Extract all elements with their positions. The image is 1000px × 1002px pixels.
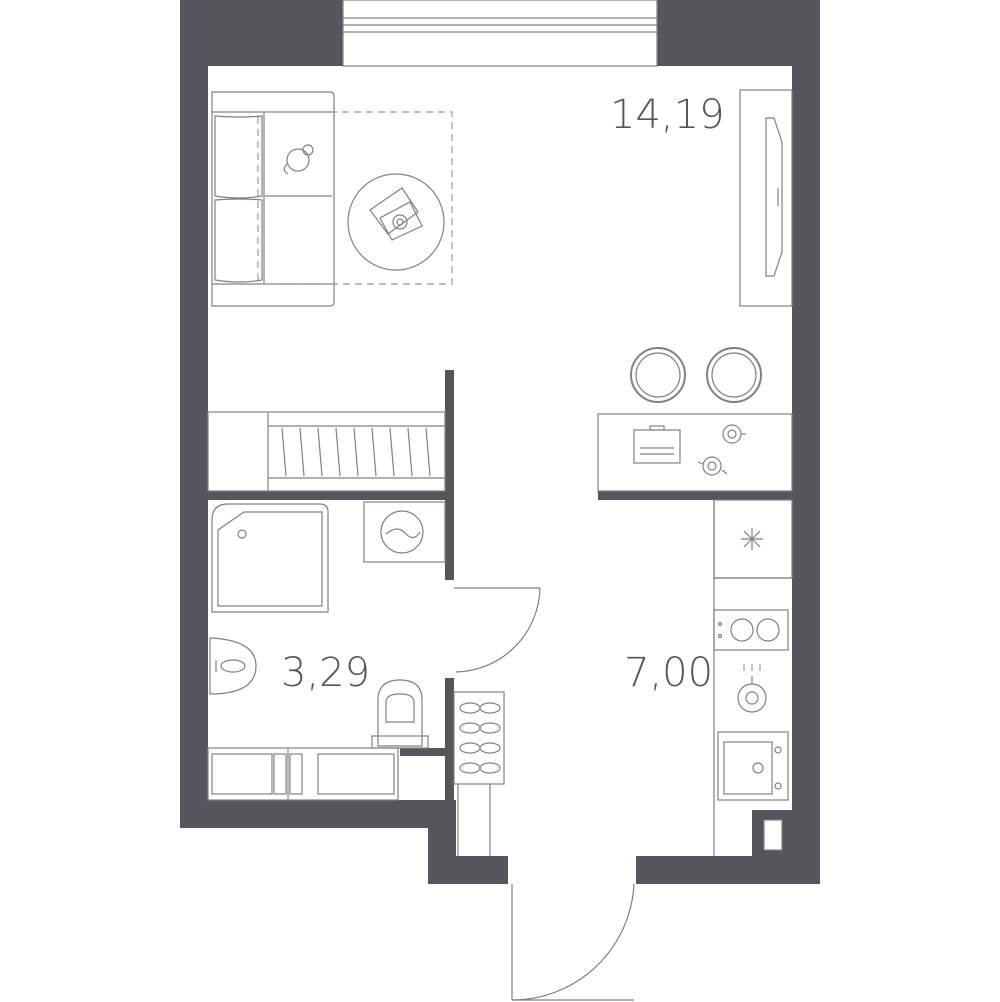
wardrobe — [207, 411, 446, 492]
hanger — [281, 427, 287, 477]
cooktop — [713, 609, 789, 651]
kettle-icon — [737, 664, 767, 713]
hanger — [317, 427, 323, 477]
shoe-rack — [453, 691, 505, 856]
room-area-hall-kitchen: 7,00 — [624, 650, 713, 696]
bar-stools — [630, 347, 762, 403]
desk — [597, 413, 793, 492]
shoe — [479, 702, 501, 714]
fridge-icon — [741, 528, 763, 550]
kitchen-line — [713, 499, 793, 856]
shoe — [479, 762, 501, 774]
hanger — [353, 427, 359, 477]
ventilation-shaft — [752, 810, 792, 856]
sofa — [211, 91, 335, 307]
washing-machine — [363, 501, 446, 563]
rug — [257, 111, 453, 285]
shoe — [459, 762, 481, 774]
entrance-door — [511, 883, 635, 1001]
hanger — [425, 427, 431, 477]
hanger — [371, 427, 377, 477]
shoe — [479, 742, 501, 754]
shoe — [459, 742, 481, 754]
shower-tray — [211, 503, 329, 613]
hanger — [299, 427, 305, 477]
hanger — [335, 427, 341, 477]
shoe — [459, 722, 481, 734]
walls — [180, 0, 820, 884]
shoe — [479, 722, 501, 734]
room-area-living: 14,19 — [610, 92, 725, 138]
shoe — [459, 702, 481, 714]
hanger — [389, 427, 395, 477]
coffee-table — [347, 173, 445, 271]
hanger — [407, 427, 413, 477]
sink — [209, 637, 257, 695]
bath-cabinet — [207, 747, 399, 801]
cat-icon — [283, 144, 314, 175]
bathroom-door — [454, 587, 541, 673]
tv-unit — [739, 89, 793, 307]
window — [342, 0, 658, 67]
toilet — [371, 679, 429, 749]
kitchen-sink — [717, 731, 789, 801]
room-area-bathroom: 3,29 — [281, 650, 370, 696]
